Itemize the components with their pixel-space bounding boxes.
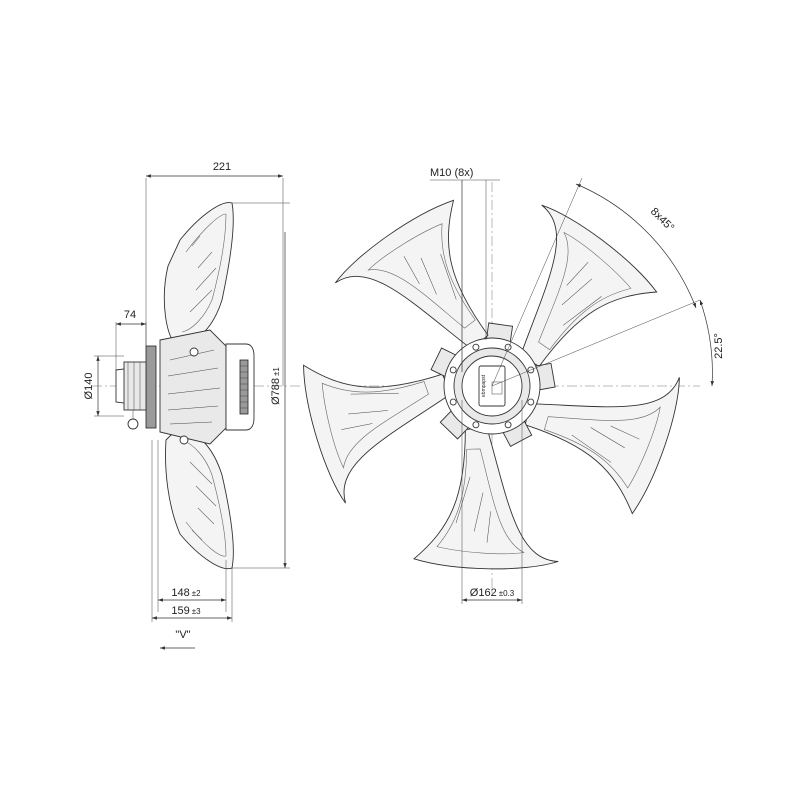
hole-pattern-angle-arc (575, 183, 697, 309)
side-rotor-plate (145, 345, 157, 429)
hub-bolt (472, 421, 480, 429)
blade-slots (403, 254, 457, 300)
blade-outline (334, 199, 489, 351)
front-view: ebmpapst M10 (8x) 8x45° 22.5° Ø162±0.3 (303, 167, 725, 604)
outer-diameter-label: Ø788±1 (270, 367, 282, 405)
brand-label: ebmpapst (481, 374, 487, 397)
side-blade-middle (159, 329, 227, 445)
blade-slots (341, 393, 399, 430)
offset-angle-label: 22.5° (713, 333, 725, 359)
depth-b-label: 159±3 (171, 605, 201, 617)
offset-angle-arc (699, 299, 715, 387)
blade-slots (455, 476, 491, 543)
bolt-circle-label: Ø162±0.3 (470, 587, 515, 599)
blade-rib (367, 223, 476, 329)
impeller-blade (524, 362, 680, 515)
hub-bolt (504, 421, 512, 429)
rating-label (491, 381, 503, 395)
hub-bolt (449, 398, 457, 406)
blade-outline (519, 204, 658, 367)
hub-bolts (449, 343, 535, 429)
side-motor-body (123, 361, 147, 411)
impeller-blade (413, 418, 559, 570)
motor-diameter-label: Ø140 (83, 373, 95, 400)
overall-depth-label: 221 (213, 161, 231, 173)
blade-slots (571, 425, 640, 463)
blade-outline (303, 364, 452, 504)
side-cable-gland (127, 418, 139, 430)
side-blade-lower (165, 427, 234, 570)
blade-rib (321, 381, 429, 469)
hub-bolt (527, 398, 535, 406)
hub-bolt (472, 343, 480, 351)
blade-outline (524, 377, 680, 515)
side-bolt-lower (179, 435, 189, 445)
side-motor-ribs (239, 359, 249, 415)
blade-rib (436, 448, 525, 555)
flow-direction-label: "V" (175, 629, 190, 641)
side-view: 221 74 Ø140 Ø788±1 148±2 159±3 "V" (83, 161, 300, 650)
offset-reference-line (491, 299, 701, 387)
side-bolt-upper (189, 347, 199, 357)
depth-a-label: 148±2 (171, 587, 201, 599)
blade-outline (413, 426, 559, 570)
impeller-blade (334, 199, 489, 379)
shaft-offset-label: 74 (124, 309, 136, 321)
thread-label: M10 (8x) (430, 167, 473, 179)
hub-bolt (449, 366, 457, 374)
hole-pattern-reference-line (491, 177, 583, 387)
hole-pattern-label: 8x45° (648, 206, 676, 234)
impeller-blade (303, 364, 471, 504)
side-blade-upper (163, 202, 234, 347)
blade-rib (543, 406, 661, 489)
